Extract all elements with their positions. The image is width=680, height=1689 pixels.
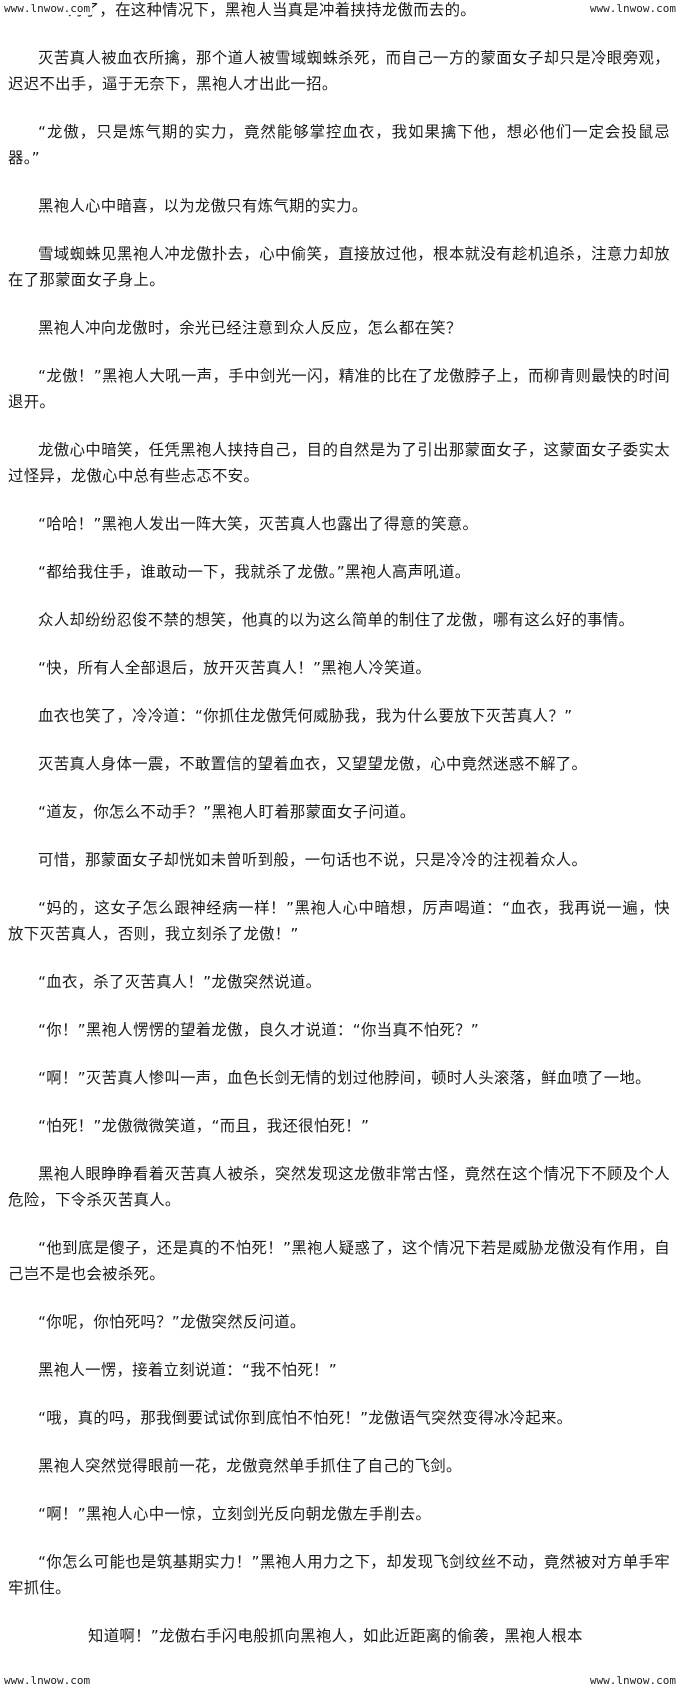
paragraph-4: 黑袍人心中暗喜，以为龙傲只有炼气期的实力。	[38, 197, 368, 215]
paragraph-7: “龙傲！”黑袍人大吼一声，手中剑光一闪，精准的比在了龙傲脖子上，而柳青则最快的时…	[8, 367, 670, 411]
paragraph-27: 黑袍人突然觉得眼前一花，龙傲竟然单手抓住了自己的飞剑。	[38, 1457, 462, 1475]
paragraph-13: 血衣也笑了，冷冷道：“你抓住龙傲凭何威胁我，我为什么要放下灭苦真人？”	[38, 707, 573, 725]
paragraph-20: “啊！”灭苦真人惨叫一声，血色长剑无情的划过他脖间，顿时人头滚落，鲜血喷了一地。	[38, 1069, 651, 1087]
paragraph-28: “啊！”黑袍人心中一惊，立刻剑光反向朝龙傲左手削去。	[38, 1505, 432, 1523]
paragraph-1: 对了，在这种情况下，黑袍人当真是冲着挟持龙傲而去的。	[68, 1, 476, 19]
paragraph-11: 众人却纷纷忍俊不禁的想笑，他真的以为这么简单的制住了龙傲，哪有这么好的事情。	[38, 611, 635, 629]
paragraph-22: 黑袍人眼睁睁看着灭苦真人被杀，突然发现这龙傲非常古怪，竟然在这个情况下不顾及个人…	[8, 1165, 670, 1209]
paragraph-5: 雪域蜘蛛见黑袍人冲龙傲扑去，心中偷笑，直接放过他，根本就没有趁机追杀，注意力却放…	[8, 245, 670, 289]
watermark-bottom-left: www.lnwow.com	[2, 1674, 93, 1687]
paragraph-8: 龙傲心中暗笑，任凭黑袍人挟持自己，目的自然是为了引出那蒙面女子，这蒙面女子委实太…	[8, 441, 670, 485]
paragraph-15: “道友，你怎么不动手？”黑袍人盯着那蒙面女子问道。	[38, 803, 416, 821]
paragraph-23: “他到底是傻子，还是真的不怕死！”黑袍人疑惑了，这个情况下若是威胁龙傲没有作用，…	[8, 1239, 670, 1283]
paragraph-29: “你怎么可能也是筑基期实力！”黑袍人用力之下，却发现飞剑纹丝不动，竟然被对方单手…	[8, 1553, 670, 1597]
paragraph-30: 知道啊！”龙傲右手闪电般抓向黑袍人，如此近距离的偷袭，黑袍人根本	[88, 1627, 583, 1645]
paragraph-25: 黑袍人一愣，接着立刻说道：“我不怕死！”	[38, 1361, 337, 1379]
paragraph-14: 灭苦真人身体一震，不敢置信的望着血衣，又望望龙傲，心中竟然迷惑不解了。	[38, 755, 588, 773]
paragraph-6: 黑袍人冲向龙傲时，余光已经注意到众人反应，怎么都在笑？	[38, 319, 462, 337]
paragraph-9: “哈哈！”黑袍人发出一阵大笑，灭苦真人也露出了得意的笑意。	[38, 515, 479, 533]
paragraph-17: “妈的，这女子怎么跟神经病一样！”黑袍人心中暗想，厉声喝道：“血衣，我再说一遍，…	[8, 899, 670, 943]
paragraph-12: “快，所有人全部退后，放开灭苦真人！”黑袍人冷笑道。	[38, 659, 432, 677]
watermark-top-left: www.lnwow.com	[2, 2, 93, 15]
article-body: 对了，在这种情况下，黑袍人当真是冲着挟持龙傲而去的。 灭苦真人被血衣所擒，那个道…	[8, 0, 670, 1671]
paragraph-19: “你！”黑袍人愣愣的望着龙傲，良久才说道：“你当真不怕死？”	[38, 1021, 480, 1039]
watermark-top-right: www.lnwow.com	[587, 2, 678, 15]
paragraph-10: “都给我住手，谁敢动一下，我就杀了龙傲。”黑袍人高声吼道。	[38, 563, 471, 581]
paragraph-3: “龙傲，只是炼气期的实力，竟然能够掌控血衣，我如果擒下他，想必他们一定会投鼠忌器…	[8, 123, 670, 167]
paragraph-18: “血衣，杀了灭苦真人！”龙傲突然说道。	[38, 973, 322, 991]
watermark-bottom-right: www.lnwow.com	[587, 1674, 678, 1687]
paragraph-21: “怕死！”龙傲微微笑道，“而且，我还很怕死！”	[38, 1117, 370, 1135]
paragraph-24: “你呢，你怕死吗？”龙傲突然反问道。	[38, 1313, 306, 1331]
paragraph-2: 灭苦真人被血衣所擒，那个道人被雪域蜘蛛杀死，而自己一方的蒙面女子却只是冷眼旁观，…	[8, 49, 670, 93]
paragraph-16: 可惜，那蒙面女子却恍如未曾听到般，一句话也不说，只是冷冷的注视着众人。	[38, 851, 588, 869]
paragraph-26: “哦，真的吗，那我倒要试试你到底怕不怕死！”龙傲语气突然变得冰冷起来。	[38, 1409, 573, 1427]
